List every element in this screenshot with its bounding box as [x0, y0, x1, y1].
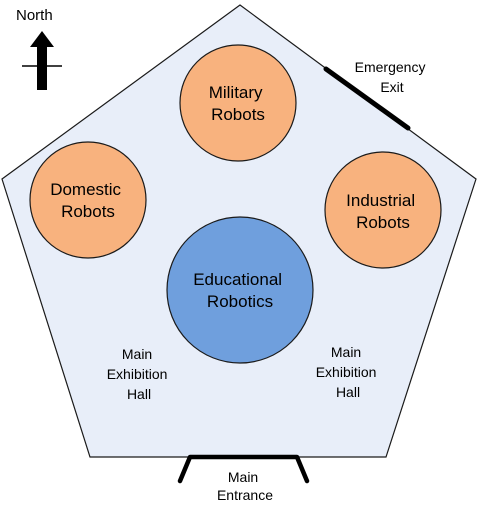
- emergency-exit-label-line1: Emergency: [355, 59, 426, 75]
- hall-label-left-line2: Exhibition: [107, 366, 168, 382]
- industrial-robots-label: Industrial Robots: [346, 191, 420, 232]
- hall-label-left-line1: Main: [122, 346, 152, 362]
- exhibit-educational: Educational Robotics: [166, 216, 314, 364]
- military-robots-label-line2: Robots: [211, 105, 265, 124]
- military-robots-circle: [179, 44, 297, 162]
- hall-label-left-line3: Hall: [127, 386, 151, 402]
- emergency-exit-label: Emergency Exit: [355, 59, 430, 95]
- north-arrow-icon: [22, 31, 62, 90]
- industrial-robots-label-line2: Robots: [356, 213, 410, 232]
- military-robots-label-line1: Military: [209, 83, 263, 102]
- exhibit-military: Military Robots: [179, 44, 297, 162]
- main-entrance-label-line1: Main: [228, 469, 258, 485]
- educational-robotics-label: Educational Robotics: [193, 270, 287, 311]
- exhibit-domestic: Domestic Robots: [29, 141, 147, 259]
- hall-label-right-line3: Hall: [336, 384, 360, 400]
- hall-label-right-line1: Main: [331, 344, 361, 360]
- industrial-robots-label-line1: Industrial: [346, 191, 415, 210]
- exhibit-industrial: Industrial Robots: [324, 151, 442, 269]
- domestic-robots-label: Domestic Robots: [50, 180, 126, 221]
- main-entrance-label-line2: Entrance: [217, 487, 273, 503]
- domestic-robots-label-line1: Domestic: [50, 180, 121, 199]
- north-label: North: [16, 7, 53, 24]
- industrial-robots-circle: [324, 151, 442, 269]
- domestic-robots-circle: [29, 141, 147, 259]
- educational-robotics-label-line2: Robotics: [207, 292, 273, 311]
- military-robots-label: Military Robots: [209, 83, 268, 124]
- educational-robotics-circle: [166, 216, 314, 364]
- emergency-exit-door: [323, 66, 411, 131]
- educational-robotics-label-line1: Educational: [193, 270, 282, 289]
- hall-label-left: Main Exhibition Hall: [107, 346, 172, 402]
- emergency-exit-label-line2: Exit: [380, 79, 403, 95]
- hall-label-right-line2: Exhibition: [316, 364, 377, 380]
- compass: North: [16, 7, 62, 90]
- main-entrance-door: [177, 454, 310, 484]
- main-entrance-label: Main Entrance: [217, 469, 273, 503]
- hall-label-right: Main Exhibition Hall: [316, 344, 381, 400]
- domestic-robots-label-line2: Robots: [61, 202, 115, 221]
